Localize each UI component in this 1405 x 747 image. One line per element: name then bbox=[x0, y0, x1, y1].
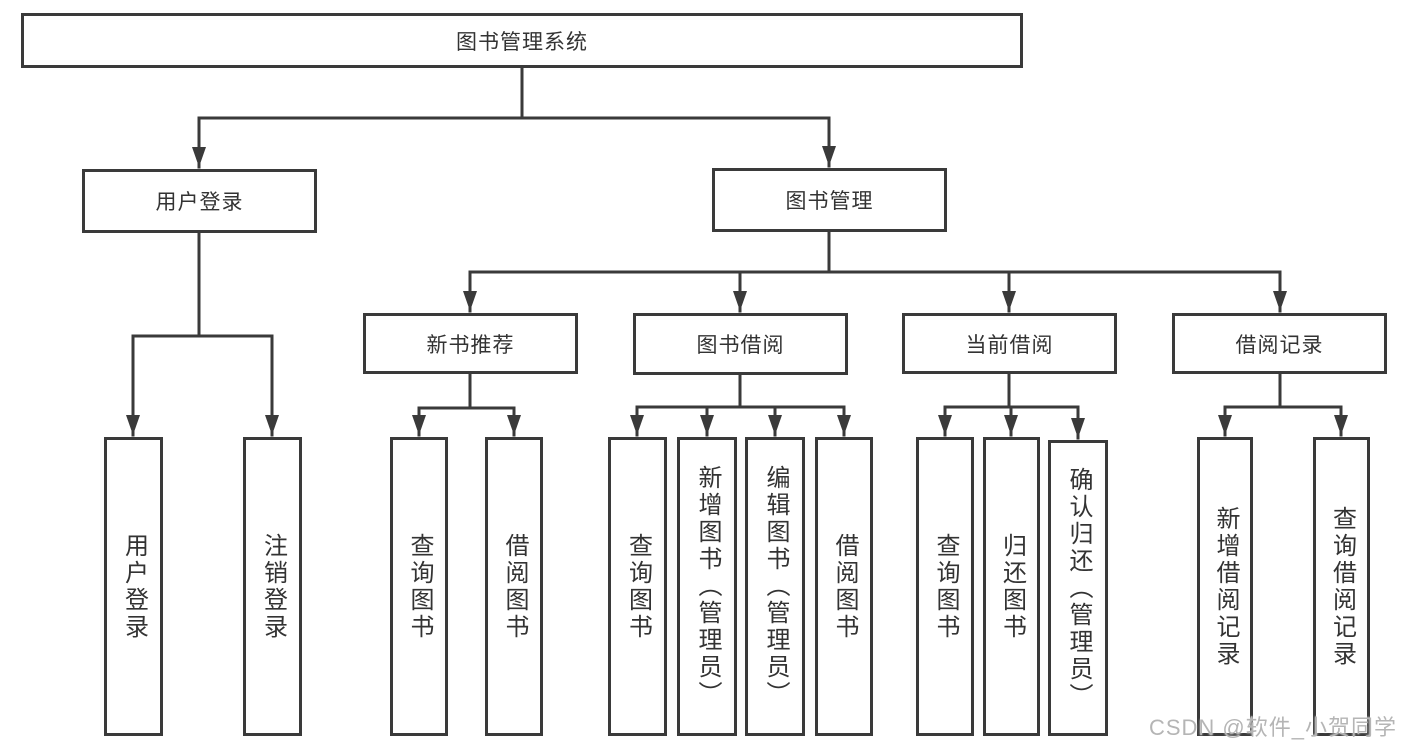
node-current-borrowing: 当前借阅 bbox=[902, 313, 1117, 374]
node-user-login-leaf: 用户登录 bbox=[104, 437, 163, 736]
node-bb-edit-books-admin: 编辑图书（管理员） bbox=[745, 437, 805, 736]
node-nbr-query-books: 查询图书 bbox=[390, 437, 448, 736]
node-book-management: 图书管理 bbox=[712, 168, 947, 232]
connector-user-login bbox=[126, 231, 279, 437]
watermark: CSDN @软件_小贺同学 bbox=[1148, 715, 1397, 740]
connector-borrowing-records bbox=[1218, 372, 1348, 437]
connector-root bbox=[192, 66, 836, 169]
node-bb-query-books: 查询图书 bbox=[608, 437, 667, 736]
node-bb-borrow-books: 借阅图书 bbox=[815, 437, 873, 736]
connector-book-management bbox=[463, 230, 1287, 313]
node-logout-leaf: 注销登录 bbox=[243, 437, 302, 736]
connector-book-borrowing bbox=[630, 373, 851, 437]
node-cb-query-books: 查询图书 bbox=[916, 437, 974, 736]
node-cb-confirm-return-admin: 确认归还（管理员） bbox=[1048, 440, 1108, 736]
node-br-query-record: 查询借阅记录 bbox=[1313, 437, 1370, 736]
node-library-system: 图书管理系统 bbox=[21, 13, 1023, 68]
node-nbr-borrow-books: 借阅图书 bbox=[485, 437, 543, 736]
node-new-book-recommend: 新书推荐 bbox=[363, 313, 578, 374]
node-br-add-record: 新增借阅记录 bbox=[1197, 437, 1253, 736]
node-cb-return-books: 归还图书 bbox=[983, 437, 1040, 736]
connector-new-book-recommend bbox=[412, 372, 521, 437]
node-borrowing-records: 借阅记录 bbox=[1172, 313, 1387, 374]
node-book-borrowing: 图书借阅 bbox=[633, 313, 848, 375]
node-user-login: 用户登录 bbox=[82, 169, 317, 233]
node-bb-add-books-admin: 新增图书（管理员） bbox=[677, 437, 737, 736]
connector-current-borrowing bbox=[938, 372, 1085, 440]
